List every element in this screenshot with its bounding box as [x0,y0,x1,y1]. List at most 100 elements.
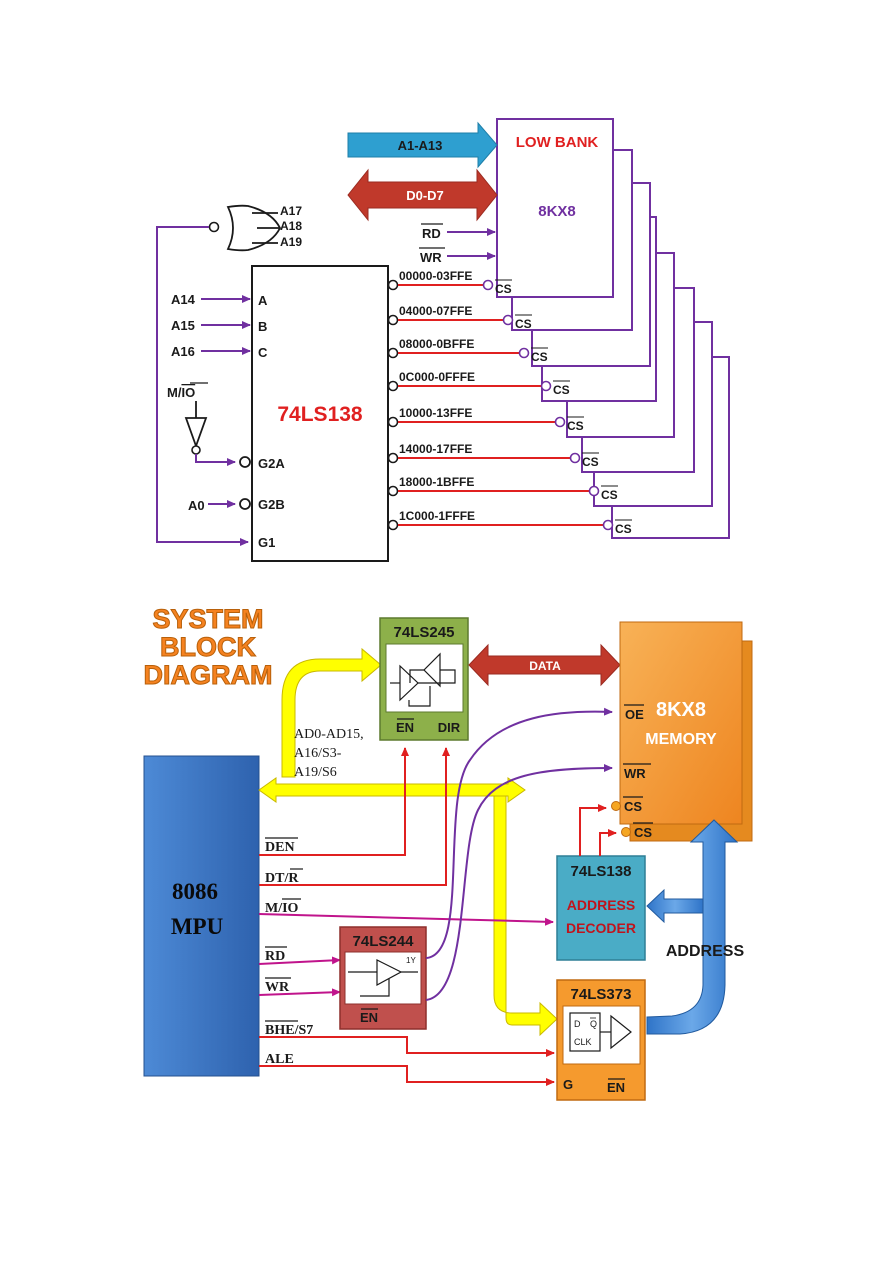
buffer-name: 74LS244 [353,933,415,950]
select-input-a14: A14 [171,292,196,307]
transceiver-en: EN [396,720,414,735]
signal-mio: M/IO [265,901,299,916]
address-decoder-sub-2: DECODER [566,920,636,936]
bank-cs-bubble [540,380,552,392]
bank-cs-bubble [518,347,530,359]
bank-cs-label: CS [567,419,584,433]
transceiver-dir: DIR [438,720,461,735]
bank-cs-label: CS [495,282,512,296]
memory-size: 8KX8 [656,699,706,721]
memory-bank-stack [496,118,730,539]
memory-oe: OE [625,707,644,722]
title-line-2: BLOCK [160,632,256,662]
bank-cs-label: CS [601,488,618,502]
decoder-output-range: 1C000-1FFFE [399,509,475,523]
bank-size-label: 8KX8 [538,203,576,220]
signal-wr: WR [265,980,290,995]
address-to-decoder-arrow [646,888,704,924]
bank-cs-label: CS [615,522,632,536]
select-input-a15: A15 [171,318,195,333]
decoder-output-bubble [387,314,399,326]
rd-wire [258,956,341,965]
pin-g1: G1 [258,535,275,550]
data-arrow-label: DATA [529,659,561,673]
buffer-pin: 1Y [406,956,416,965]
bhe-wire [259,1036,555,1057]
memory-cs-1: CS [624,799,642,814]
system-title: SYSTEM BLOCK DIAGRAM [143,604,273,691]
bank-cs-bubble [554,416,566,428]
transceiver-inner-panel [385,643,464,713]
latch-pin-clk: CLK [574,1037,592,1047]
decoder-section: LOW BANK 8KX8 A1-A13 D0-D7 RD WR A17 A18… [156,118,730,562]
decoder-chip-name: 74LS138 [277,403,363,426]
nand-output-wire [156,226,249,546]
oe-curve [425,707,613,959]
wr-label: WR [420,250,442,265]
mpu-block [143,755,260,1077]
address-label: ADDRESS [666,943,745,960]
signal-bhe: BHE/S7 [265,1023,313,1038]
data-bus-arrow [347,168,498,222]
signal-ale: ALE [265,1052,294,1067]
mio-wire [258,913,554,926]
latch-name: 74LS373 [571,986,632,1003]
memory-block [619,621,743,825]
decoder-output-bubble [387,416,399,428]
bus-label-line-2: A16/S3- [294,746,342,761]
address-arrow [646,819,739,1035]
memory-wr: WR [624,766,646,781]
cs2-wire [599,829,617,856]
memory-cs-2: CS [634,825,652,840]
pin-g2b: G2B [258,497,285,512]
buffer-en: EN [360,1010,378,1025]
address-decoder-sub-1: ADDRESS [567,897,635,913]
io-overlined-lower: IO [282,901,298,916]
memory-subtitle: MEMORY [645,731,717,748]
decoder-output-bubble [387,485,399,497]
latch-g: G [563,1077,573,1092]
decoder-output-range: 10000-13FFE [399,406,472,420]
address-bus-arrow [347,121,498,169]
den-wire [259,747,409,856]
bank-cs-label: CS [582,455,599,469]
g2a-bubble [239,456,251,468]
pin-a: A [258,293,268,308]
g2a-wire [195,454,236,466]
buffer-inner-panel [344,951,422,1005]
pin-c: C [258,345,268,360]
bank-cs-label: CS [531,350,548,364]
bank-cs-label: CS [553,383,570,397]
wr-curve [425,764,613,1001]
decoder-output-bubble [387,519,399,531]
title-line-1: SYSTEM [152,604,263,634]
bank-cs-bubble [569,452,581,464]
inverter-symbol [184,417,208,449]
transceiver-name: 74LS245 [394,624,455,641]
dtr-wire [259,747,450,886]
g2b-bubble [239,498,251,510]
nand-input-a17: A17 [280,204,302,218]
system-section: SYSTEM BLOCK DIAGRAM 74LS245 EN DIR DATA… [143,604,753,1101]
bank-cs-bubble [482,279,494,291]
decoder-output-range: 14000-17FFE [399,442,472,456]
nand-input-a19: A19 [280,235,302,249]
address-decoder-name: 74LS138 [571,863,632,880]
ale-wire [259,1065,555,1086]
wr-wire [258,988,341,997]
low-bank-title: LOW BANK [516,134,599,151]
nand-input-a18: A18 [280,219,302,233]
bank-cs-bubble [588,485,600,497]
latch-en: EN [607,1080,625,1095]
io-overlined: IO [181,385,195,400]
address-bus-label: A1-A13 [398,138,443,153]
decoder-output-range: 0C000-0FFFE [399,370,475,384]
inverter-bubble [191,445,201,455]
bus-to-latch-arrow [493,795,558,1037]
bank-cs-bubble [502,314,514,326]
transceiver-buffer-icon [390,652,456,707]
decoder-output-bubble [387,347,399,359]
mpu-line-1: 8086 [172,879,218,904]
bank-cs-label: CS [515,317,532,331]
